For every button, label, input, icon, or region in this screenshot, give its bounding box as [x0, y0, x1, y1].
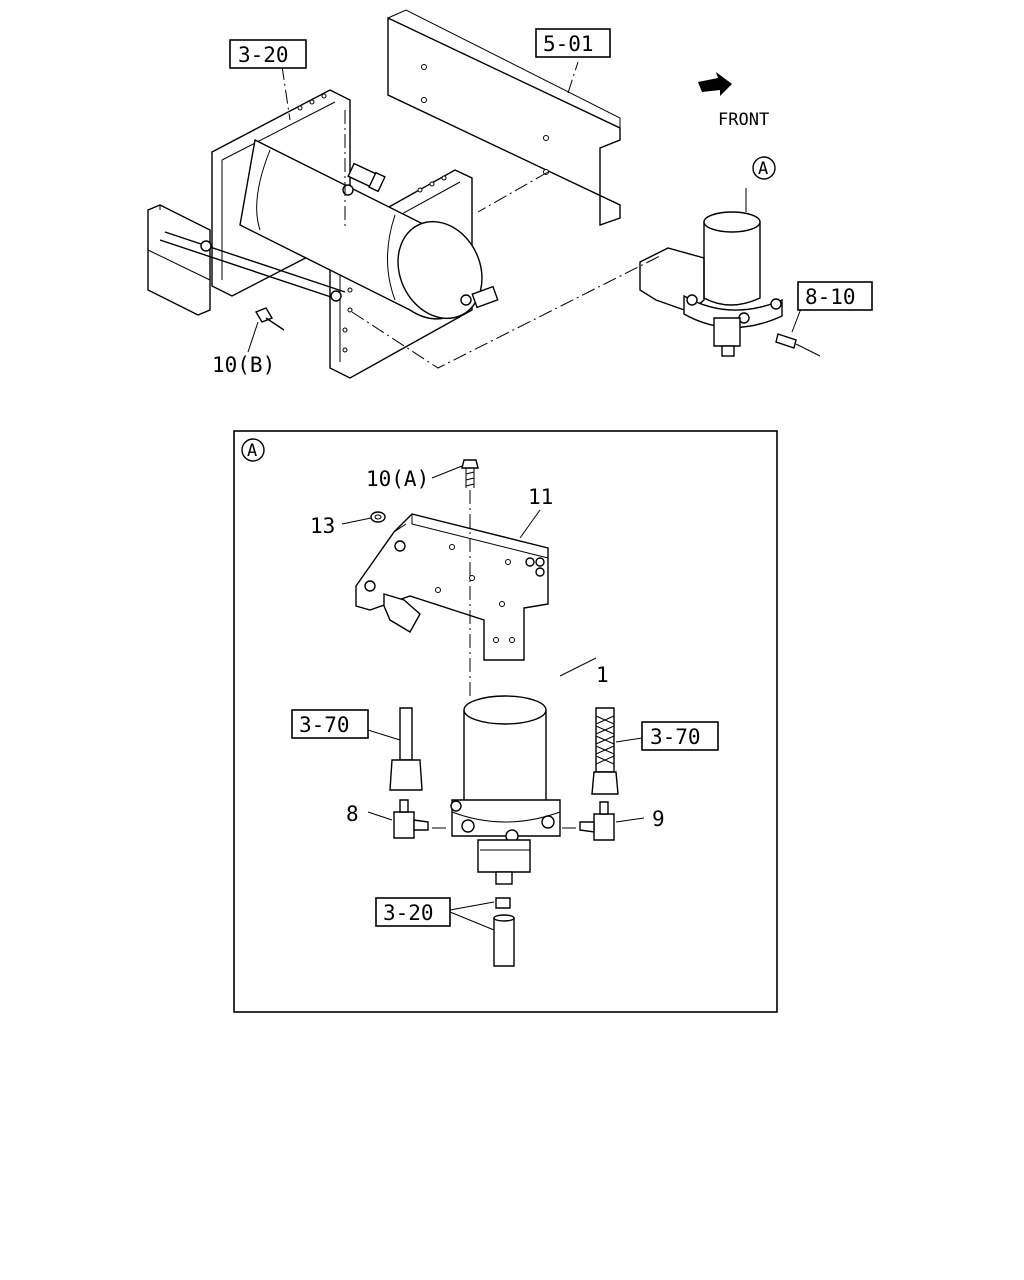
- air-dryer-1: [450, 657, 597, 885]
- front-label: FRONT: [718, 110, 769, 130]
- mounting-bracket-11: [355, 509, 549, 661]
- side-mount-plate: [147, 204, 346, 316]
- ref-label-3-70-left: 3-70: [299, 713, 350, 737]
- part-label-13: 13: [310, 514, 335, 538]
- fitting-8: [367, 799, 446, 839]
- part-label-9: 9: [652, 807, 665, 831]
- part-label-1: 1: [596, 663, 609, 687]
- frame-rail: [387, 9, 621, 226]
- front-arrow-icon: [698, 72, 732, 96]
- ref-label-3-20-detail: 3-20: [383, 901, 434, 925]
- ref-label-8-10: 8-10: [805, 285, 856, 309]
- air-dryer-overview: [639, 188, 821, 357]
- detail-frame: [233, 430, 778, 1013]
- detail-marker-circle-overview: [752, 156, 776, 180]
- leader-3-20-top: [281, 65, 291, 121]
- ref-box-3-70-left: [291, 709, 369, 739]
- hose-3-20: [449, 897, 515, 967]
- detail-view-a: A: [233, 430, 778, 1013]
- overview-assembly: 3-20 5-01 FRONT A 8-10 10(B): [147, 9, 873, 379]
- detail-marker: A: [247, 441, 257, 461]
- projection-line-frame: [477, 171, 549, 213]
- air-tank: [239, 138, 499, 320]
- pipe-3-70-right: [591, 707, 643, 795]
- bolt-10a: [431, 459, 479, 488]
- part-label-10b: 10(B): [212, 353, 275, 377]
- part-label-10a: 10(A): [366, 467, 429, 491]
- bolt-10b: [247, 307, 285, 353]
- pipe-3-70-left: [367, 707, 423, 791]
- ref-label-3-20-top: 3-20: [238, 43, 289, 67]
- ref-box-5-01: [535, 28, 611, 58]
- ref-label-5-01: 5-01: [543, 32, 594, 56]
- ref-box-8-10: [797, 281, 873, 311]
- fitting-9: [562, 801, 645, 841]
- projection-line-dryer: [351, 255, 661, 369]
- ref-box-3-70-right: [641, 721, 719, 751]
- part-label-11: 11: [528, 485, 553, 509]
- leader-5-01: [567, 61, 579, 94]
- nut-13: [341, 511, 386, 525]
- detail-marker-circle: [241, 438, 265, 462]
- part-label-8: 8: [346, 802, 359, 826]
- ref-label-3-70-right: 3-70: [650, 725, 701, 749]
- ref-box-3-20-top: [229, 39, 307, 69]
- detail-marker-overview: A: [758, 159, 768, 179]
- ref-box-3-20-detail: [375, 897, 451, 927]
